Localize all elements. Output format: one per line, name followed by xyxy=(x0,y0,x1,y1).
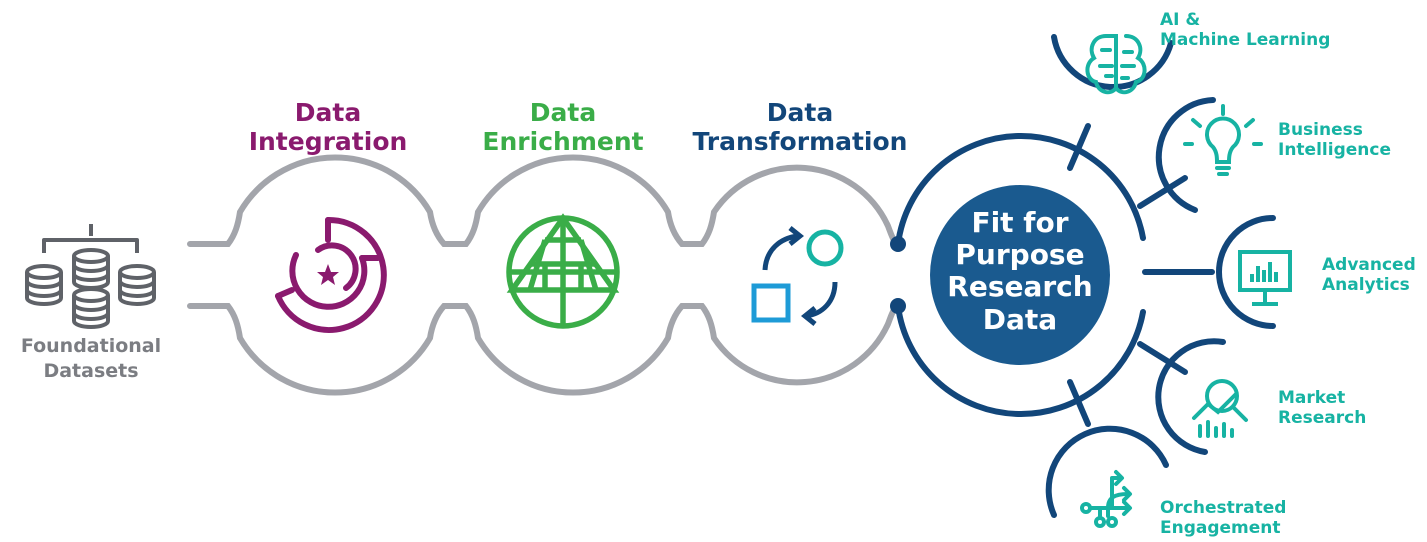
database-network-icon xyxy=(25,224,156,329)
stage-label-line2: Transformation xyxy=(692,126,908,156)
brain-circuit-icon xyxy=(1085,34,1147,95)
magnifier-chart-icon xyxy=(1192,379,1248,438)
pipeline-nodes xyxy=(890,236,906,314)
lightbulb-icon xyxy=(1183,104,1263,176)
monitor-bar-chart-icon xyxy=(1238,250,1292,306)
stage-label-line2: Integration xyxy=(248,126,408,156)
stage-label-line1: Data xyxy=(529,98,597,127)
hub-label-line1: Fit for xyxy=(971,206,1069,239)
output-label-line2: Intelligence xyxy=(1278,140,1391,161)
output-label-bi: Business Intelligence xyxy=(1278,120,1391,161)
output-label-line2: Machine Learning xyxy=(1160,30,1331,51)
maze-star-icon xyxy=(275,216,387,333)
hub-label-line2: Purpose xyxy=(955,238,1085,272)
stage-label-enrichment: Data Enrichment xyxy=(463,98,663,157)
output-label-ai: AI & Machine Learning xyxy=(1160,10,1330,51)
globe-pyramid-icon xyxy=(506,213,620,329)
shape-transform-icon xyxy=(751,226,844,326)
database-cylinder xyxy=(25,264,63,306)
hub-circle xyxy=(930,185,1110,365)
stage-label-line1: Data xyxy=(766,98,834,127)
database-cylinder xyxy=(72,248,110,290)
source-label-line2: Datasets xyxy=(43,359,139,382)
output-label-line1: AI & xyxy=(1160,10,1201,30)
hub-label-line3: Research xyxy=(947,270,1093,304)
output-label-line1: Market xyxy=(1278,388,1346,408)
hub-label: Fit for Purpose Research Data xyxy=(930,206,1110,336)
output-label-line1: Advanced xyxy=(1322,255,1416,275)
output-label-analytics: Advanced Analytics xyxy=(1322,255,1416,296)
stage-label-transformation: Data Transformation xyxy=(680,98,920,157)
source-label-line1: Foundational xyxy=(20,335,162,357)
output-label-line1: Business xyxy=(1278,120,1363,140)
output-label-engagement: Orchestrated Engagement xyxy=(1160,498,1286,539)
pipeline-connector xyxy=(187,154,899,396)
output-label-line1: Orchestrated xyxy=(1160,498,1287,518)
hub-connectors xyxy=(895,34,1276,518)
hub-label-line4: Data xyxy=(982,302,1058,336)
output-label-line2: Research xyxy=(1278,408,1367,429)
database-cylinder xyxy=(118,264,156,306)
source-label: Foundational Datasets xyxy=(0,334,182,383)
database-cylinder xyxy=(72,287,110,329)
stage-label-line1: Data xyxy=(294,98,362,127)
output-label-line2: Engagement xyxy=(1160,518,1281,539)
branching-flow-icon xyxy=(1080,470,1132,528)
stage-label-line2: Enrichment xyxy=(482,126,644,156)
output-label-line2: Analytics xyxy=(1322,275,1410,296)
output-label-market: Market Research xyxy=(1278,388,1366,429)
stage-label-integration: Data Integration xyxy=(228,98,428,157)
